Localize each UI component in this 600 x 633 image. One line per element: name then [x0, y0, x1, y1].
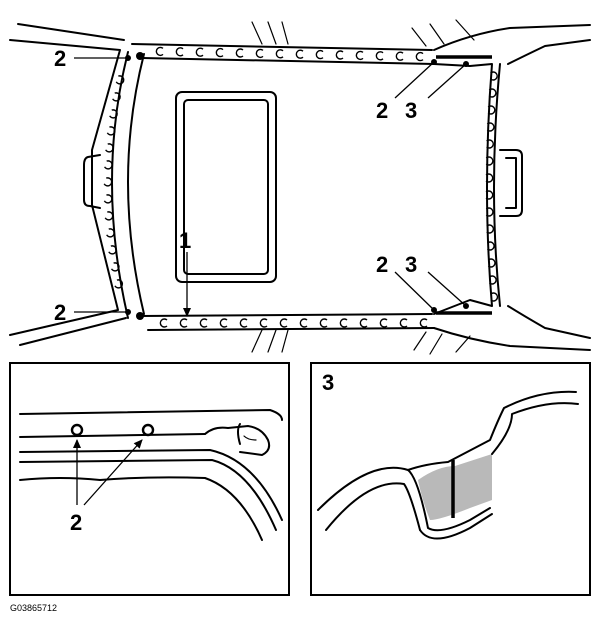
retainer-hole-left	[70, 423, 84, 437]
callout-3-bottom-right: 3	[405, 252, 417, 277]
figure-code: G03865712	[10, 603, 57, 613]
mirror-mount	[499, 149, 523, 217]
retaining-clip	[159, 318, 168, 328]
inset-retainer-detail: 2	[9, 362, 290, 596]
retainer-hole-right	[141, 423, 155, 437]
rear-notch	[83, 154, 101, 209]
retaining-clip	[359, 318, 368, 328]
retaining-clip	[105, 143, 114, 153]
rear-corner-clip-upper	[136, 52, 144, 60]
retaining-clip	[109, 109, 118, 119]
callout-3-inset: 3	[322, 370, 334, 395]
retaining-clip	[395, 51, 404, 61]
retaining-clip	[379, 318, 388, 328]
retaining-clip	[486, 241, 495, 251]
retaining-clip	[415, 51, 424, 62]
retaining-clip	[319, 318, 328, 328]
retaining-clip	[103, 194, 113, 204]
retaining-clip	[179, 318, 188, 328]
retaining-clips	[103, 46, 499, 328]
retaining-clip	[108, 245, 117, 255]
retaining-clip	[112, 92, 121, 102]
retaining-clip	[486, 224, 495, 234]
retaining-clip	[485, 207, 494, 217]
roof-outline-left	[9, 39, 121, 336]
retaining-clip	[375, 51, 384, 61]
callout-2-bottom-right: 2	[376, 252, 388, 277]
top-roof-rail	[131, 43, 433, 51]
retaining-clip	[485, 190, 494, 200]
retaining-clip	[255, 48, 264, 59]
callout-2-inset: 2	[70, 510, 82, 535]
callout-3-top-right: 3	[405, 98, 417, 123]
retaining-clip	[487, 258, 496, 268]
retaining-clip	[239, 318, 248, 328]
retaining-clip	[355, 50, 364, 61]
retaining-clip	[219, 318, 228, 328]
retaining-clip	[110, 262, 120, 272]
callout-2-bottom-left: 2	[54, 300, 66, 325]
retaining-clip	[104, 211, 114, 221]
retaining-clip	[195, 47, 204, 57]
retaining-clip	[199, 318, 208, 328]
retaining-clip	[259, 318, 268, 328]
roof-top-view: 2 2 2 3 2 3 1	[9, 19, 591, 355]
retaining-clip	[490, 71, 498, 81]
retaining-clip	[106, 228, 115, 238]
retaining-clip	[486, 139, 494, 149]
retaining-clip	[339, 318, 348, 328]
retaining-clip	[106, 126, 116, 136]
retaining-clip	[486, 122, 495, 132]
retaining-clip	[114, 279, 124, 289]
retaining-clip	[279, 318, 288, 328]
retaining-clip	[490, 292, 499, 302]
retaining-clip	[155, 46, 164, 57]
retaining-clip	[485, 173, 494, 183]
callout-1: 1	[179, 228, 191, 253]
inset-sealant-detail: 3	[310, 362, 591, 596]
retaining-clip	[485, 156, 494, 166]
retaining-clip	[315, 49, 324, 60]
retaining-clip	[275, 49, 284, 59]
retaining-clip	[419, 318, 428, 328]
retaining-clip	[487, 105, 496, 115]
retaining-clip	[215, 47, 224, 58]
retaining-clip	[488, 88, 497, 98]
retaining-clip	[399, 318, 408, 328]
retaining-clip	[335, 50, 344, 60]
retaining-clip	[235, 48, 244, 58]
bottom-roof-rail	[139, 313, 433, 317]
callout-2-top-right: 2	[376, 98, 388, 123]
sunroof-opening	[175, 91, 277, 283]
retaining-clip	[175, 47, 184, 57]
retaining-clip	[295, 49, 304, 59]
rear-header-strip	[111, 51, 129, 319]
windshield-outline	[433, 24, 591, 51]
retaining-clip	[103, 177, 113, 187]
retaining-clip	[103, 160, 113, 170]
retaining-clip	[115, 75, 125, 85]
callout-2-top-left: 2	[54, 46, 66, 71]
rear-corner-clip-lower	[136, 312, 144, 320]
retaining-clip	[299, 318, 308, 328]
leader-lines	[74, 55, 469, 317]
retaining-clip	[489, 275, 497, 285]
sealant-area	[418, 454, 492, 520]
